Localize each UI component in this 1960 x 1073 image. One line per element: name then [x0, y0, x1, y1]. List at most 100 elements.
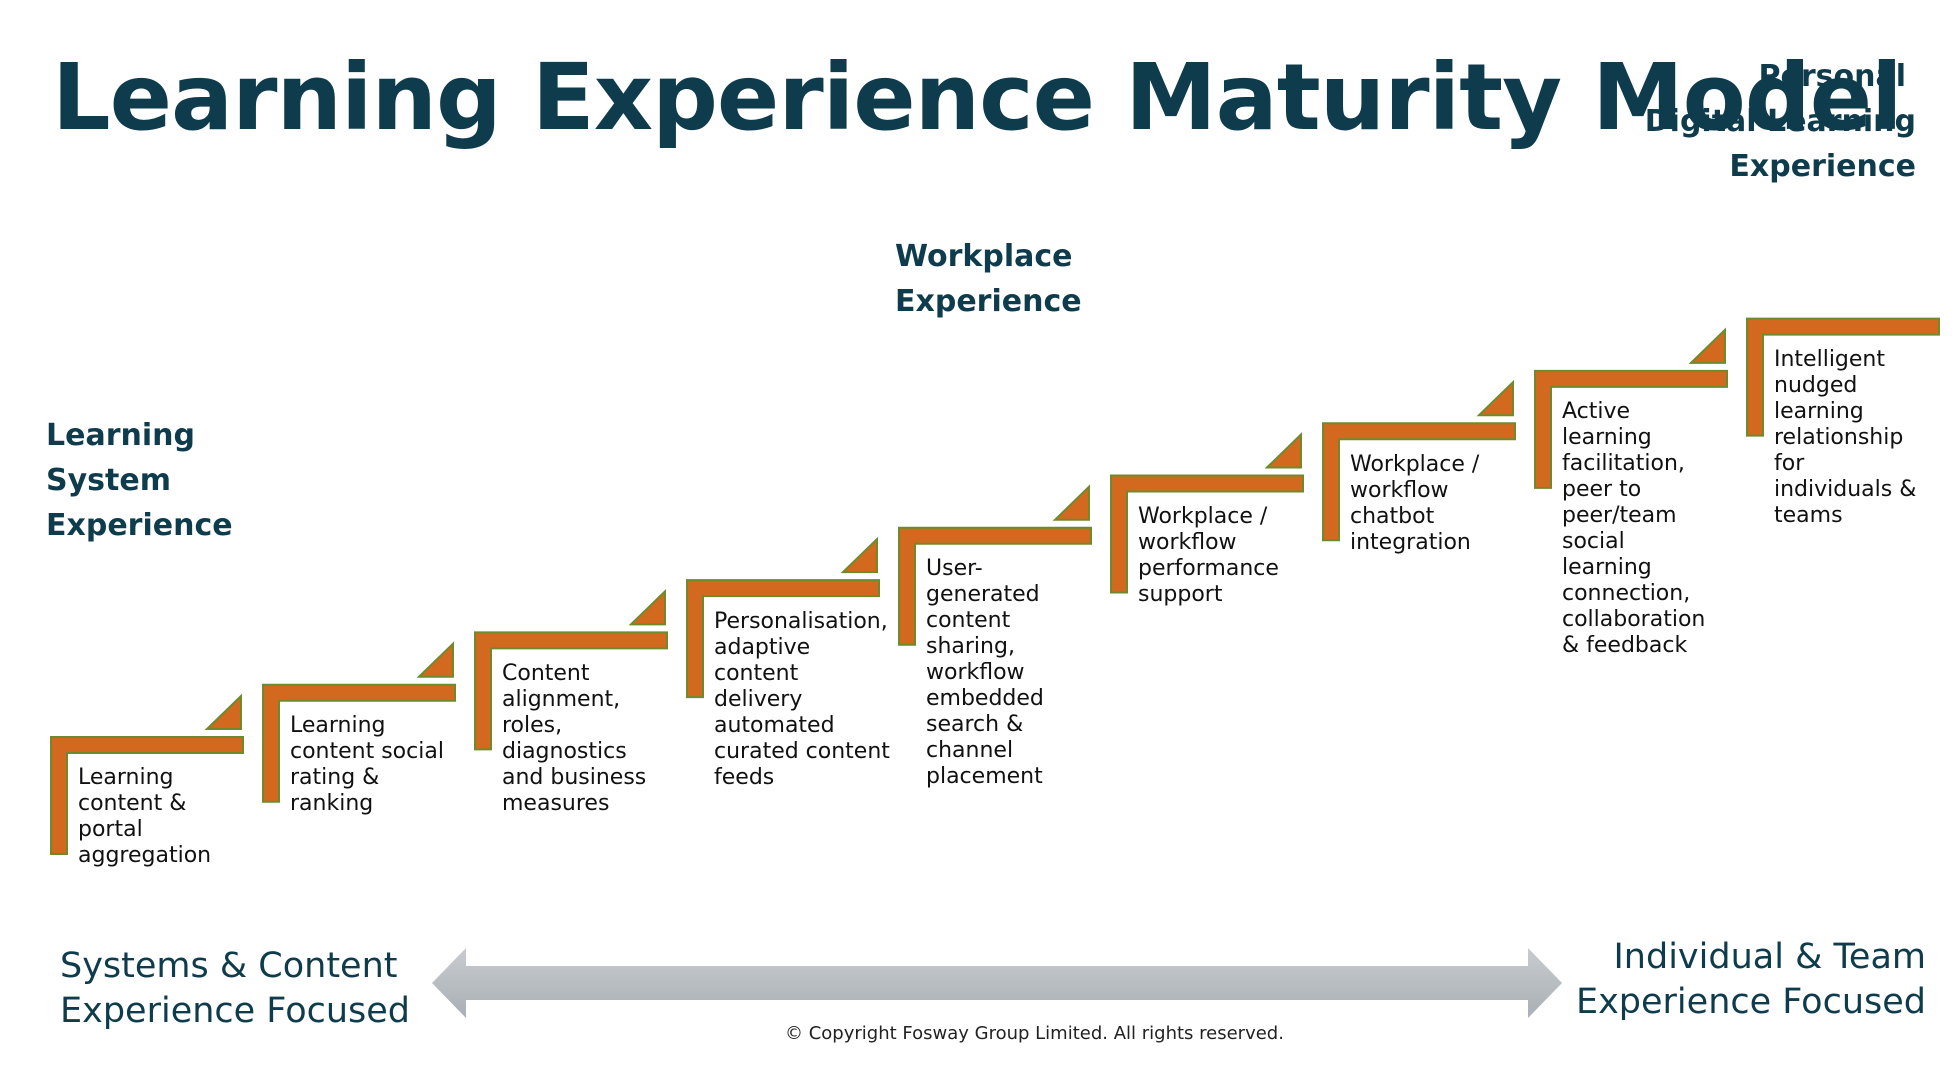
step-bracket-shape — [1746, 317, 1940, 437]
step-text-line: alignment, — [502, 687, 621, 712]
step-text-line: embedded — [926, 686, 1044, 711]
step-text-line: workflow — [1138, 530, 1237, 555]
step-text-line: curated content — [714, 739, 890, 764]
step-text-line: automated — [714, 713, 835, 738]
copyright-notice: © Copyright Fosway Group Limited. All ri… — [785, 1023, 1284, 1044]
step-bracket-shape — [898, 526, 1092, 646]
step-text-line: content social — [290, 739, 444, 764]
step-text-line: facilitation, — [1562, 451, 1685, 476]
step-text-line: Personalisation, — [714, 609, 888, 634]
step-text-line: teams — [1774, 503, 1843, 528]
step-triangle — [204, 693, 242, 730]
zone-label-line: Experience — [46, 508, 233, 543]
step-bracket-shape — [1110, 474, 1304, 594]
step-text-line: Content — [502, 661, 590, 686]
step-text-line: peer/team — [1562, 503, 1677, 528]
step-text-line: feeds — [714, 765, 775, 790]
step-text-line: adaptive — [714, 635, 811, 660]
step-bracket — [1322, 422, 1516, 542]
step-text-line: and business — [502, 765, 647, 790]
axis-label-right: Individual & Team Experience Focused — [1576, 935, 1926, 1025]
step-text-line: ranking — [290, 791, 374, 816]
step-text-line: placement — [926, 764, 1043, 789]
step-text-line: channel — [926, 738, 1014, 763]
step-text-line: aggregation — [78, 843, 212, 868]
step-text-line: search & — [926, 712, 1024, 737]
step-text-line: connection, — [1562, 581, 1691, 606]
zone-label-line: Personal — [1758, 59, 1906, 94]
step-text-line: performance — [1138, 556, 1279, 581]
step-bracket-shape — [686, 579, 880, 699]
step-text-line: relationship — [1774, 425, 1904, 450]
zone-label-personal-digital: Personal Digital Learning Experience — [1645, 54, 1916, 189]
step-text-line: diagnostics — [502, 739, 627, 764]
step-text-line: workflow — [1350, 478, 1449, 503]
step-bracket-shape — [50, 736, 244, 855]
step-text-line: Learning — [290, 713, 386, 738]
step-text-line: delivery — [714, 687, 803, 712]
step-triangle — [1264, 432, 1302, 469]
zone-label-line: Experience — [895, 284, 1082, 319]
axis-label-line: Experience Focused — [1575, 982, 1926, 1022]
step-text-line: Learning — [78, 765, 174, 790]
zone-label-workplace: Workplace Experience — [895, 234, 1082, 324]
step-text-line: peer to — [1562, 477, 1642, 502]
axis-label-line: Individual & Team — [1613, 937, 1926, 977]
axis-label-line: Systems & Content — [60, 946, 398, 986]
step-text-line: Intelligent — [1774, 347, 1885, 372]
step-text-line: nudged — [1774, 373, 1858, 398]
page-title: Learning Experience Maturity Model — [52, 44, 1903, 151]
step-triangle — [1688, 327, 1726, 364]
step-bracket — [262, 683, 456, 803]
step-text-line: Workplace / — [1350, 452, 1480, 477]
axis-label-line: Experience Focused — [60, 991, 411, 1031]
step-text-line: content — [714, 661, 799, 686]
step-bracket — [50, 736, 244, 855]
double-arrow — [432, 948, 1562, 1018]
step-triangle — [840, 536, 878, 574]
step-text-line: learning — [1562, 555, 1652, 580]
zone-label-line: Experience — [1729, 149, 1916, 184]
step-text-line: chatbot — [1350, 504, 1435, 529]
step-bracket — [1534, 369, 1728, 489]
step-triangle — [1476, 379, 1514, 417]
step-text-line: Active — [1562, 399, 1631, 424]
step-text-line: learning — [1774, 399, 1864, 424]
step-text-line: roles, — [502, 713, 563, 738]
step-text-line: for — [1774, 451, 1805, 476]
step-text-line: User- — [926, 556, 983, 581]
step-bracket-shape — [1534, 369, 1728, 489]
zone-label-line: System — [46, 463, 171, 498]
step-text-line: support — [1138, 582, 1223, 607]
step-triangle — [628, 589, 666, 626]
step-bracket — [1746, 317, 1940, 437]
step-text-line: collaboration — [1562, 607, 1706, 632]
step-triangle — [416, 641, 454, 678]
step-text-line: portal — [78, 817, 143, 842]
zone-label-line: Workplace — [895, 239, 1073, 274]
step-text-line: measures — [502, 791, 610, 816]
step-text-line: sharing, — [926, 634, 1015, 659]
step-text-line: content — [926, 608, 1011, 633]
step-bracket — [474, 631, 668, 751]
step-text-line: Workplace / — [1138, 504, 1268, 529]
step-text-line: individuals & — [1774, 477, 1917, 502]
step-text-line: social — [1562, 529, 1625, 554]
step-bracket — [898, 526, 1092, 646]
zone-label-line: Learning — [46, 418, 195, 453]
step-text-line: & feedback — [1562, 633, 1688, 658]
step-text-line: workflow — [926, 660, 1025, 685]
step-text-line: integration — [1350, 530, 1471, 555]
step-triangle — [1052, 484, 1090, 521]
